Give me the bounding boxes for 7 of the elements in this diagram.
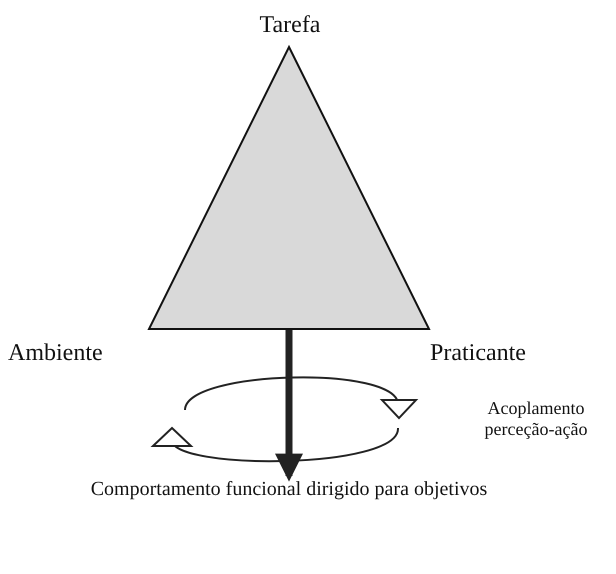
label-text: Praticante <box>430 340 526 368</box>
arrow <box>275 328 303 482</box>
label-text: Tarefa <box>258 12 322 40</box>
label-text: Ambiente <box>8 340 103 368</box>
triangle-shape <box>148 46 430 330</box>
label-text: Acoplamento perceção-ação <box>484 398 588 440</box>
outcome-text: Comportamento funcional dirigido para objetivos <box>90 478 488 501</box>
